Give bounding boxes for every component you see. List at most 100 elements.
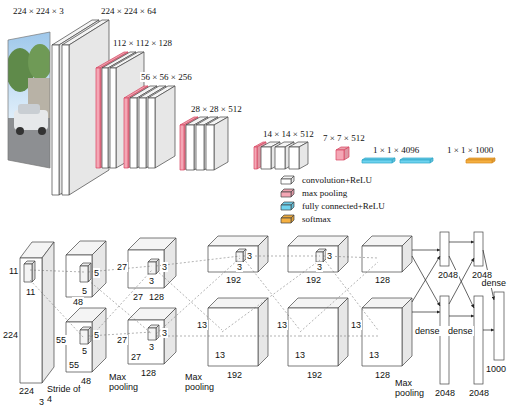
- dimension-label: 27: [116, 262, 128, 272]
- kernel-projection: [243, 258, 300, 330]
- dense-layer: [474, 232, 483, 266]
- legend-swatch-face: [291, 202, 294, 210]
- dimension-label: 13: [214, 350, 226, 360]
- alexnet-layer: [288, 298, 348, 366]
- dimension-label: 5: [81, 286, 88, 296]
- photo-car: [18, 104, 40, 114]
- legend-label: softmax: [302, 214, 331, 224]
- dimension-label: 5: [81, 346, 88, 356]
- dimension-label: 13: [276, 320, 288, 330]
- block-side: [92, 241, 106, 297]
- kernel-block: [148, 325, 159, 340]
- block-front: [148, 262, 156, 274]
- legend-swatch: [280, 201, 296, 211]
- legend-swatch-face: [291, 189, 294, 197]
- alexnet-layer: [66, 241, 106, 297]
- dimension-label: 3: [148, 342, 155, 352]
- block-front: [186, 125, 194, 170]
- dimension-label: 192: [225, 275, 242, 285]
- kernel-projection: [156, 270, 222, 330]
- dense-connection: [412, 256, 440, 306]
- block-front: [208, 308, 258, 366]
- dense-connection: [412, 312, 440, 313]
- vgg-layer: [336, 147, 349, 160]
- dimension-label: 128: [374, 370, 391, 380]
- dimension-label: 192: [305, 275, 322, 285]
- block-front: [275, 147, 285, 169]
- block-side: [88, 263, 91, 282]
- block-front: [124, 98, 128, 168]
- vgg-layer: [124, 86, 148, 168]
- dense-connection: [483, 330, 494, 331]
- legend-row: softmax: [280, 214, 331, 224]
- vgg-layer: [62, 20, 109, 195]
- block-side: [344, 147, 349, 160]
- dimension-label: 2048: [437, 270, 459, 280]
- dimension-label: 48: [80, 376, 92, 386]
- block-side: [42, 242, 54, 383]
- alexnet-layer: [288, 236, 348, 272]
- layer-wires: [30, 242, 494, 340]
- kernel-projection: [300, 336, 378, 337]
- dimension-label: 1000: [485, 364, 507, 374]
- tensor-size: 28 × 28 × 512: [190, 104, 243, 114]
- block-front: [289, 147, 299, 169]
- block-front: [196, 125, 204, 170]
- kernel-projection: [222, 260, 320, 332]
- alexnet-layer: [208, 298, 268, 366]
- dimension-label: 13: [368, 350, 380, 360]
- block-front: [52, 45, 59, 195]
- vgg-layer: [289, 142, 308, 169]
- dimension-label: 3: [326, 251, 333, 261]
- legend-row: convolution+ReLU: [280, 175, 372, 185]
- alexnet-layer: [362, 236, 412, 272]
- dimension-label: 55: [55, 335, 67, 345]
- layer-note: Stride of 4: [46, 384, 82, 405]
- input-photo: [0, 28, 60, 173]
- alexnet-layer: [128, 238, 176, 288]
- dimension-label: 2048: [468, 388, 490, 398]
- kernel-block: [24, 261, 35, 282]
- tensor-size: 224 × 224 × 3: [12, 6, 65, 16]
- legend-swatch: [280, 188, 296, 198]
- block-front: [80, 330, 88, 344]
- dimension-label: 3: [148, 276, 155, 286]
- legend-label: convolution+ReLU: [302, 175, 372, 185]
- photo-wheel: [38, 127, 46, 135]
- block-side: [258, 298, 268, 366]
- kernel-block: [316, 249, 326, 262]
- alexnet-layer: [362, 298, 412, 366]
- dimension-label: 27: [116, 335, 128, 345]
- block-front: [466, 160, 492, 163]
- dense-connection: [412, 256, 440, 302]
- tensor-size: 112 × 112 × 128: [112, 38, 173, 48]
- dimension-label: 27: [130, 352, 142, 362]
- tensor-size: 56 × 56 × 256: [140, 72, 193, 82]
- dense-connection: [449, 258, 474, 304]
- dimension-label: 11: [25, 287, 36, 297]
- dimension-label: 192: [226, 370, 243, 380]
- dense-layer: [440, 232, 449, 266]
- block-side: [155, 86, 175, 168]
- block-top: [208, 236, 268, 246]
- alexnet-layer: [208, 236, 268, 272]
- block-side: [338, 236, 348, 272]
- block-side: [69, 20, 109, 195]
- legend-swatch-face: [281, 179, 291, 184]
- block-front: [148, 328, 156, 340]
- kernel-block: [148, 259, 159, 274]
- block-side: [88, 327, 91, 344]
- tensor-size: 224 × 224 × 64: [100, 6, 157, 16]
- block-top: [288, 236, 348, 246]
- dimension-label: 128: [374, 275, 391, 285]
- block-front: [261, 147, 271, 169]
- layer-type: dense: [414, 326, 441, 336]
- block-side: [492, 158, 495, 163]
- legend-swatch-face: [281, 218, 291, 223]
- block-side: [156, 259, 159, 274]
- block-front: [66, 322, 92, 372]
- block-front: [110, 68, 116, 168]
- dimension-label: 224: [18, 386, 35, 396]
